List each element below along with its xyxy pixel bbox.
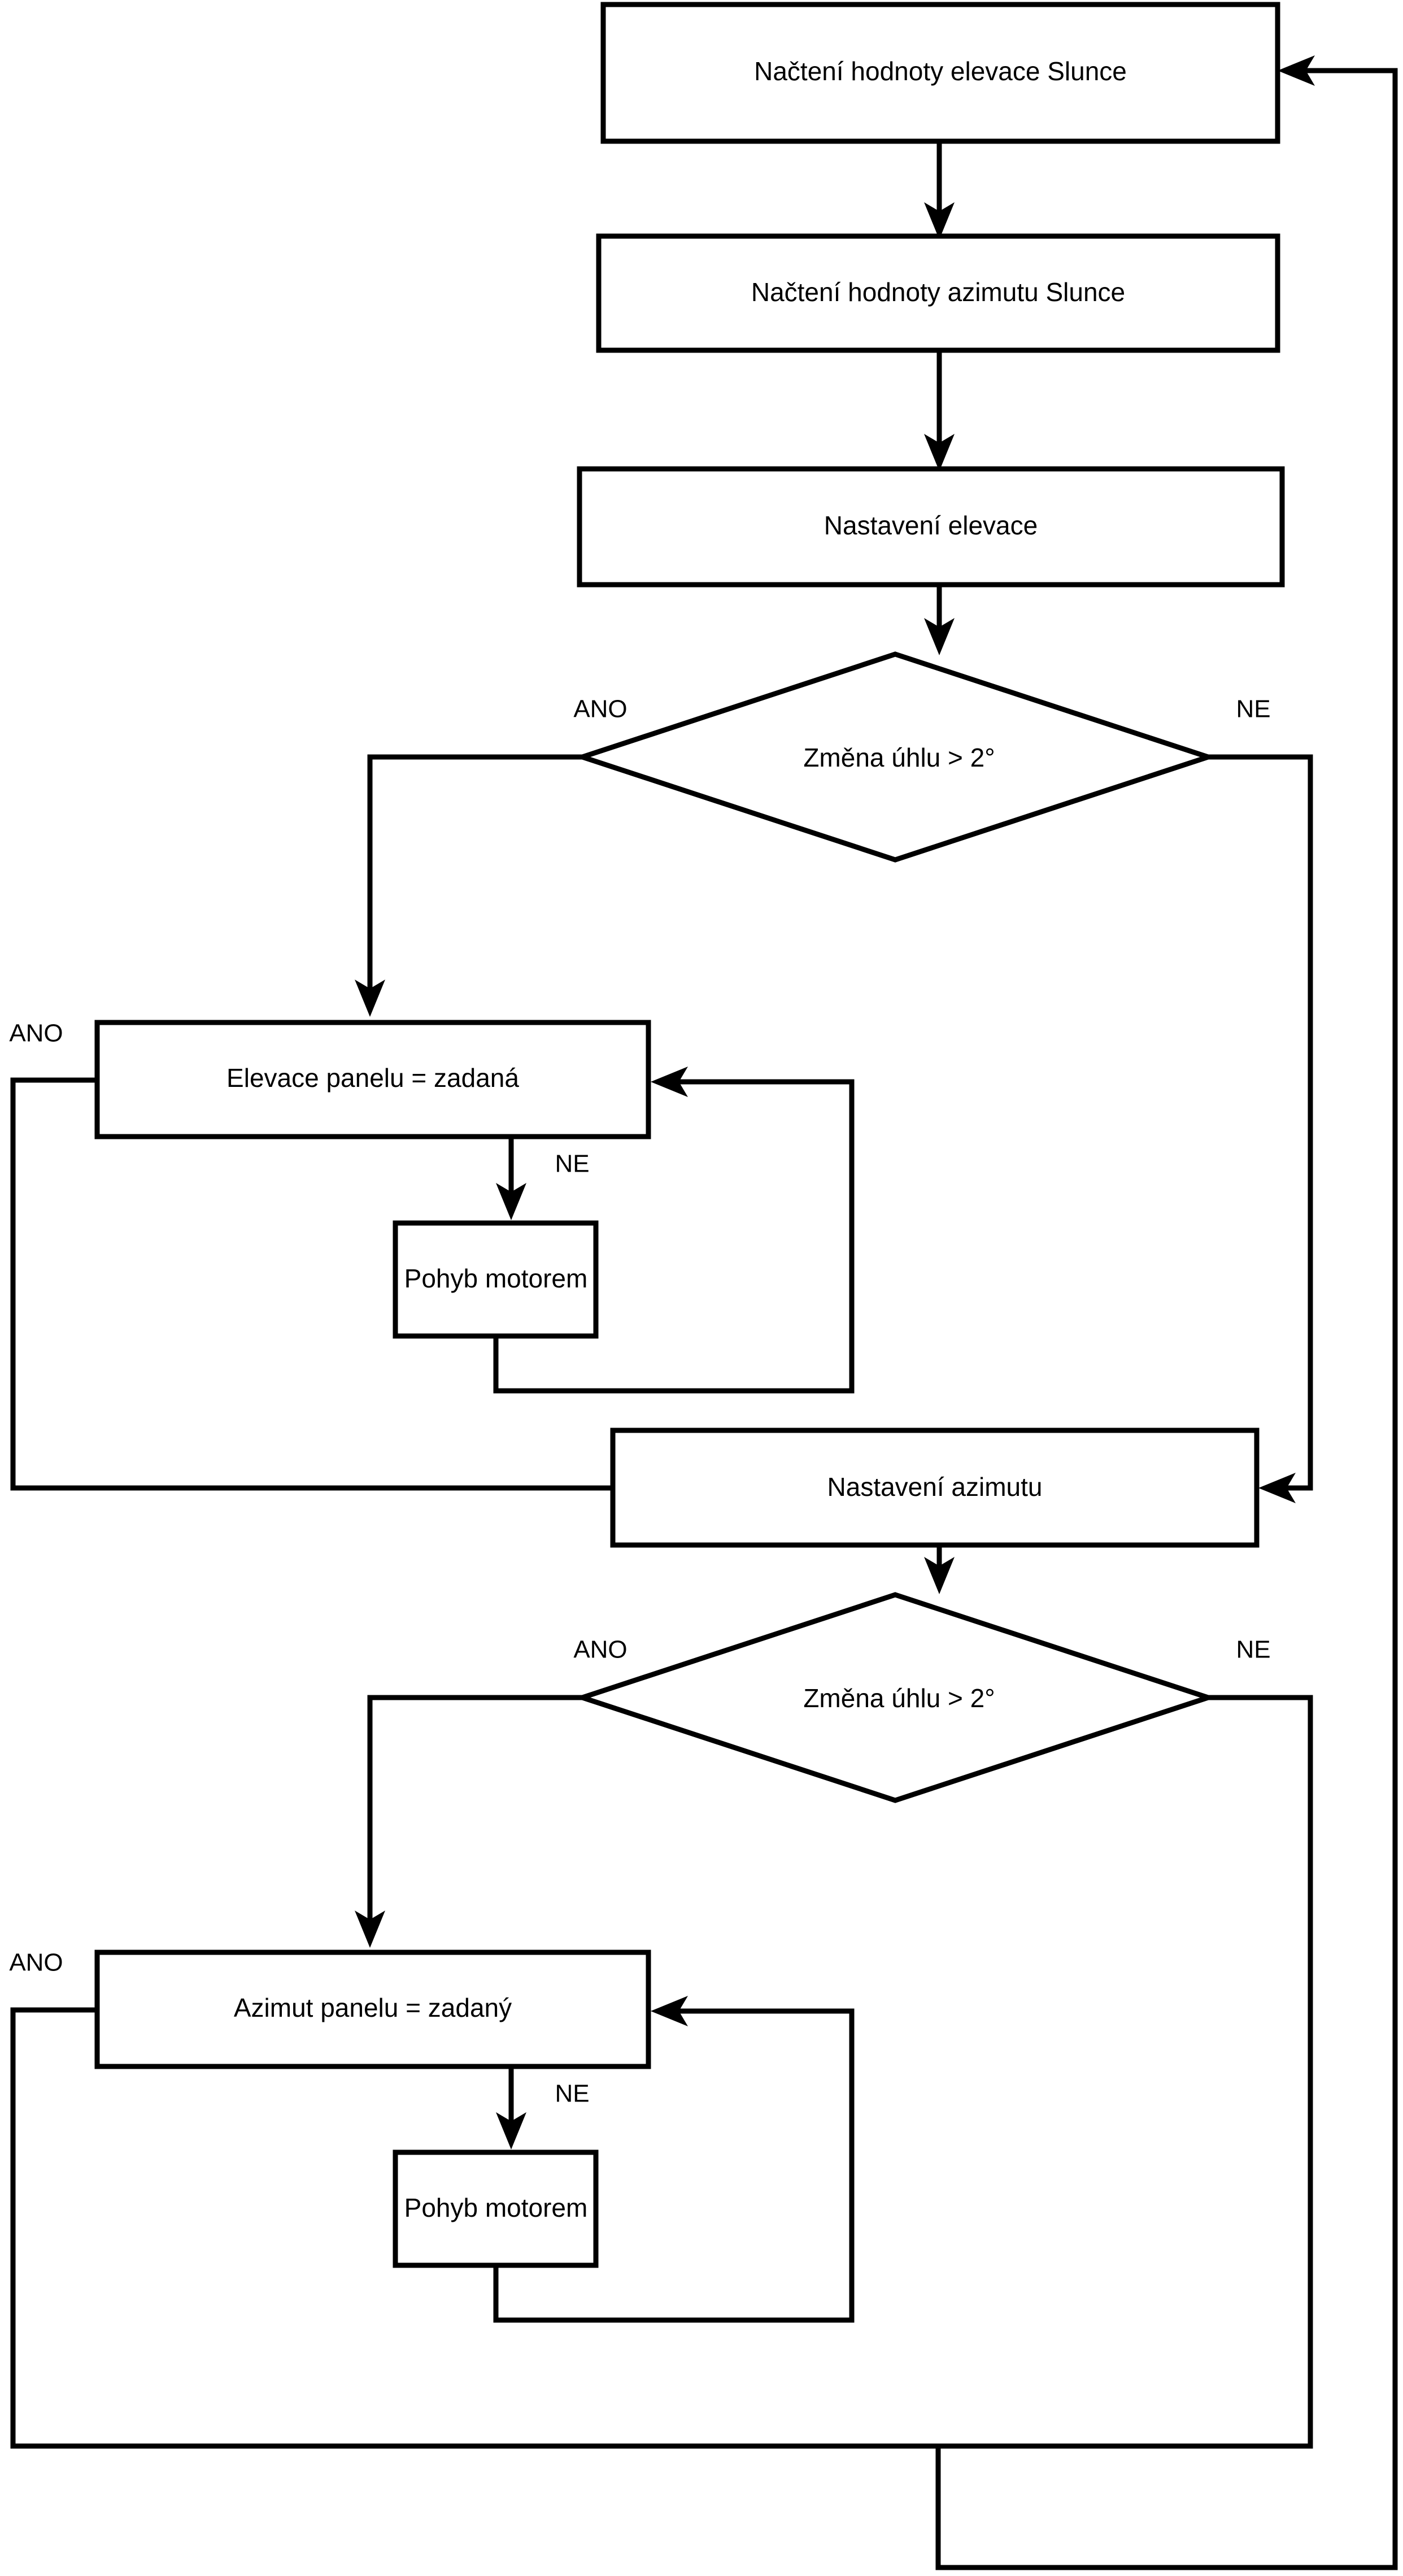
- node-read-azimuth-shape: [596, 233, 1280, 353]
- node-set-elevation-label: Nastavení elevace: [824, 511, 1038, 540]
- node-decision-elevation-label: Změna úhlu > 2°: [803, 743, 995, 772]
- node-set-elevation[interactable]: Nastavení elevace: [577, 466, 1285, 588]
- node-motor-move-azimuth-label: Pohyb motorem: [404, 2193, 588, 2222]
- node-motor-move-elevation-label: Pohyb motorem: [404, 1264, 588, 1293]
- arrowhead-down: [924, 1557, 955, 1594]
- edge-label-panel-azimuth-no: NE: [555, 2080, 589, 2108]
- arrowhead-down: [924, 618, 955, 655]
- edge-decision-azimuth-no: [935, 55, 1398, 2570]
- node-decision-azimuth[interactable]: Změna úhlu > 2°: [574, 1592, 1217, 1803]
- edge-panel-azimuth-yes: [10, 2007, 938, 2449]
- node-panel-elevation-eq-label: Elevace panelu = zadaná: [226, 1063, 519, 1093]
- arrowhead-left: [651, 1996, 688, 2026]
- node-read-elevation-label: Načtení hodnoty elevace Slunce: [754, 56, 1127, 86]
- arrowhead-left: [651, 1067, 688, 1097]
- arrowhead-down: [355, 1911, 385, 1948]
- arrowhead-left: [1258, 1473, 1296, 1503]
- edge-read-azimuth-to-set-elevation: [924, 350, 955, 471]
- node-read-elevation-shape: [600, 2, 1280, 144]
- node-panel-elevation-eq[interactable]: Elevace panelu = zadaná: [94, 1020, 651, 1139]
- node-read-azimuth-label: Načtení hodnoty azimutu Slunce: [751, 277, 1125, 307]
- node-decision-azimuth-shape: [574, 1592, 1217, 1803]
- node-read-elevation[interactable]: Načtení hodnoty elevace Slunce: [600, 2, 1280, 144]
- edge-label-panel-elevation-yes: ANO: [9, 1020, 63, 1047]
- edge-label-panel-azimuth-yes: ANO: [9, 1949, 63, 1977]
- node-decision-elevation[interactable]: Změna úhlu > 2°: [574, 651, 1217, 863]
- arrowhead-down: [924, 434, 955, 471]
- node-panel-azimuth-eq-label: Azimut panelu = zadaný: [234, 1993, 512, 2022]
- edge-set-azimuth-to-decision-azimuth: [924, 1545, 955, 1594]
- node-decision-azimuth-label: Změna úhlu > 2°: [803, 1683, 995, 1713]
- edge-set-elevation-to-decision-elevation: [924, 585, 955, 655]
- edge-label-decision-elevation-no: NE: [1236, 695, 1270, 723]
- arrowhead-down: [355, 980, 385, 1017]
- node-panel-elevation-eq-shape: [94, 1020, 651, 1139]
- edge-read-elevation-to-read-azimuth: [924, 141, 955, 240]
- node-motor-move-azimuth[interactable]: Pohyb motorem: [393, 2149, 599, 2268]
- edge-panel-azimuth-no: [496, 2066, 526, 2149]
- node-read-azimuth[interactable]: Načtení hodnoty azimutu Slunce: [596, 233, 1280, 353]
- edge-label-decision-azimuth-no: NE: [1236, 1636, 1270, 1664]
- node-set-azimuth-label: Nastavení azimutu: [827, 1472, 1043, 1502]
- node-set-azimuth-shape: [610, 1428, 1260, 1548]
- arrowhead-down: [496, 2112, 526, 2149]
- arrowhead-left: [1278, 55, 1315, 86]
- node-decision-elevation-shape: [574, 651, 1217, 863]
- node-motor-move-elevation[interactable]: Pohyb motorem: [393, 1220, 599, 1339]
- arrowhead-down: [496, 1183, 526, 1220]
- edge-decision-elevation-no: [1208, 754, 1313, 1503]
- edge-decision-azimuth-yes: [355, 1695, 582, 1948]
- edge-label-decision-azimuth-yes: ANO: [573, 1636, 627, 1664]
- node-motor-move-azimuth-shape: [393, 2149, 599, 2268]
- node-motor-move-elevation-shape: [393, 1220, 599, 1339]
- node-set-elevation-shape: [577, 466, 1285, 588]
- edge-motor-azimuth-loop-back: [493, 1996, 855, 2323]
- edge-motor-elevation-loop-back: [493, 1067, 855, 1394]
- edge-decision-elevation-yes: [355, 754, 582, 1017]
- node-panel-azimuth-eq-shape: [94, 1950, 651, 2069]
- arrowhead-down: [924, 202, 955, 240]
- edge-panel-elevation-no: [496, 1137, 526, 1220]
- edge-label-decision-elevation-yes: ANO: [573, 695, 627, 723]
- edge-label-panel-elevation-no: NE: [555, 1150, 589, 1178]
- node-set-azimuth[interactable]: Nastavení azimutu: [610, 1428, 1260, 1548]
- node-panel-azimuth-eq[interactable]: Azimut panelu = zadaný: [94, 1950, 651, 2069]
